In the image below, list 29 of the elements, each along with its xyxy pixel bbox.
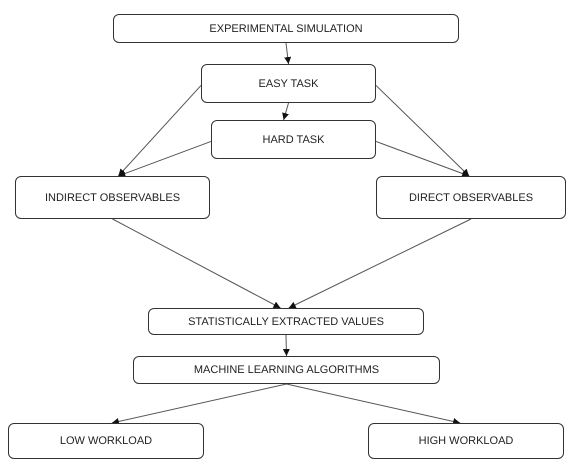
box-label: MACHINE LEARNING ALGORITHMS: [194, 364, 380, 376]
process-box: [201, 64, 376, 103]
arrow: [376, 140, 470, 177]
process-box: [376, 176, 566, 219]
box-label: STATISTICALLY EXTRACTED VALUES: [188, 316, 384, 328]
arrow: [112, 218, 281, 308]
box-label: INDIRECT OBSERVABLES: [44, 192, 180, 204]
process-box: [368, 423, 564, 459]
arrow: [288, 218, 472, 308]
process-box: [133, 356, 440, 384]
arrow: [282, 334, 290, 356]
arrow: [118, 84, 202, 176]
box-label: EXPERIMENTAL SIMULATION: [209, 22, 363, 34]
arrow: [282, 102, 289, 120]
box-label: EASY TASK: [258, 78, 318, 90]
box-label: DIRECT OBSERVABLES: [408, 192, 534, 204]
arrow: [286, 384, 461, 425]
process-box: [148, 308, 424, 335]
arrow: [284, 42, 292, 64]
box-label: HARD TASK: [262, 134, 324, 146]
arrow: [118, 140, 212, 177]
process-box: [15, 176, 210, 219]
process-box: [211, 120, 376, 159]
box-label: HIGH WORKLOAD: [418, 435, 514, 447]
process-box: [8, 423, 204, 459]
box-label: LOW WORKLOAD: [60, 435, 152, 447]
arrow: [376, 84, 470, 176]
process-box: [113, 14, 459, 43]
arrow: [111, 384, 287, 425]
